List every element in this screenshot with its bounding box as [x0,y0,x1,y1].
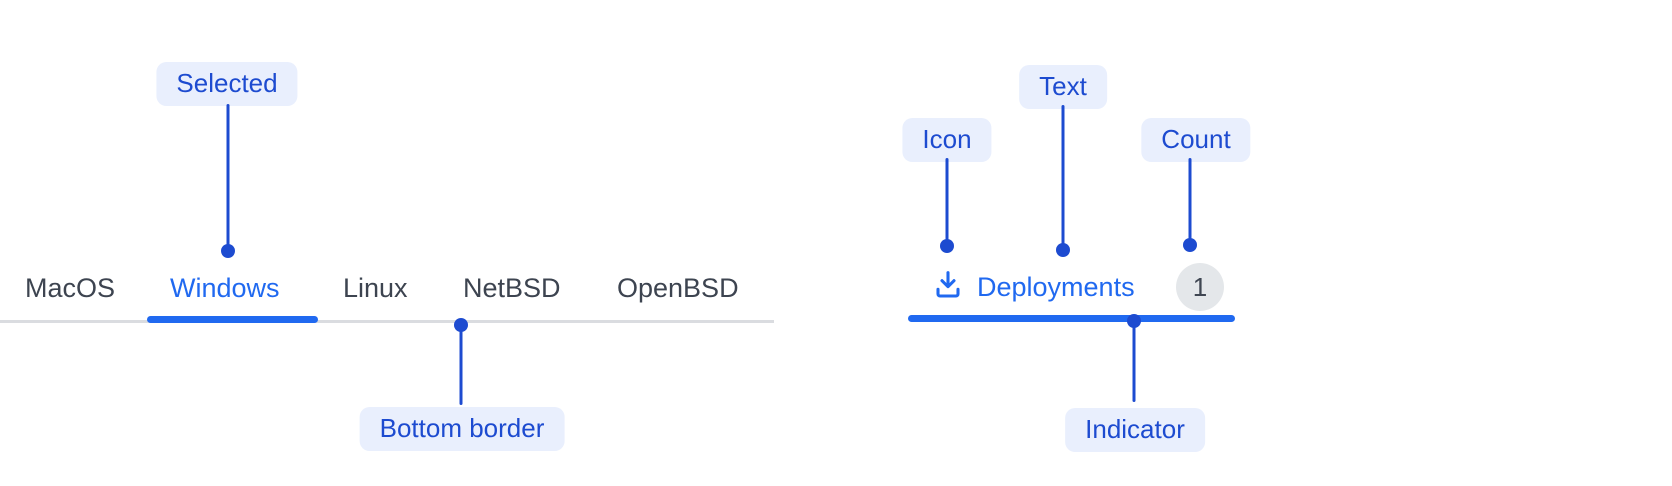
download-icon [932,267,964,301]
bottom-border-annotation-label: Bottom border [359,407,565,451]
indicator-connector-line [1132,324,1136,402]
bottom-border-connector-line [459,330,463,405]
selected-connector-dot [221,244,235,258]
text-annotation-label: Text [1019,65,1107,109]
icon-annotation-label: Icon [902,118,992,162]
indicator-annotation-label: Indicator [1065,408,1205,452]
tab-linux[interactable]: Linux [343,273,408,303]
icon-connector-line [945,158,949,240]
count-connector-line [1188,158,1192,239]
tabbar-bottom-border [0,320,774,323]
indicator-connector-dot [1127,314,1141,328]
tab-windows-selected[interactable]: Windows [170,273,280,303]
text-connector-dot [1056,243,1070,257]
selected-tab-indicator [908,315,1235,322]
tab-openbsd[interactable]: OpenBSD [617,273,739,303]
tab-netbsd[interactable]: NetBSD [463,273,561,303]
selected-tab-underline [147,316,318,323]
selected-connector-line [226,104,230,247]
count-connector-dot [1183,238,1197,252]
selected-annotation-label: Selected [156,62,298,106]
text-connector-line [1061,105,1065,245]
tab-deployments[interactable]: Deployments [977,272,1135,302]
count-annotation-label: Count [1141,118,1251,162]
bottom-border-connector-dot [454,318,468,332]
tab-macos[interactable]: MacOS [25,273,116,303]
icon-connector-dot [940,239,954,253]
tab-count-badge: 1 [1176,263,1224,311]
